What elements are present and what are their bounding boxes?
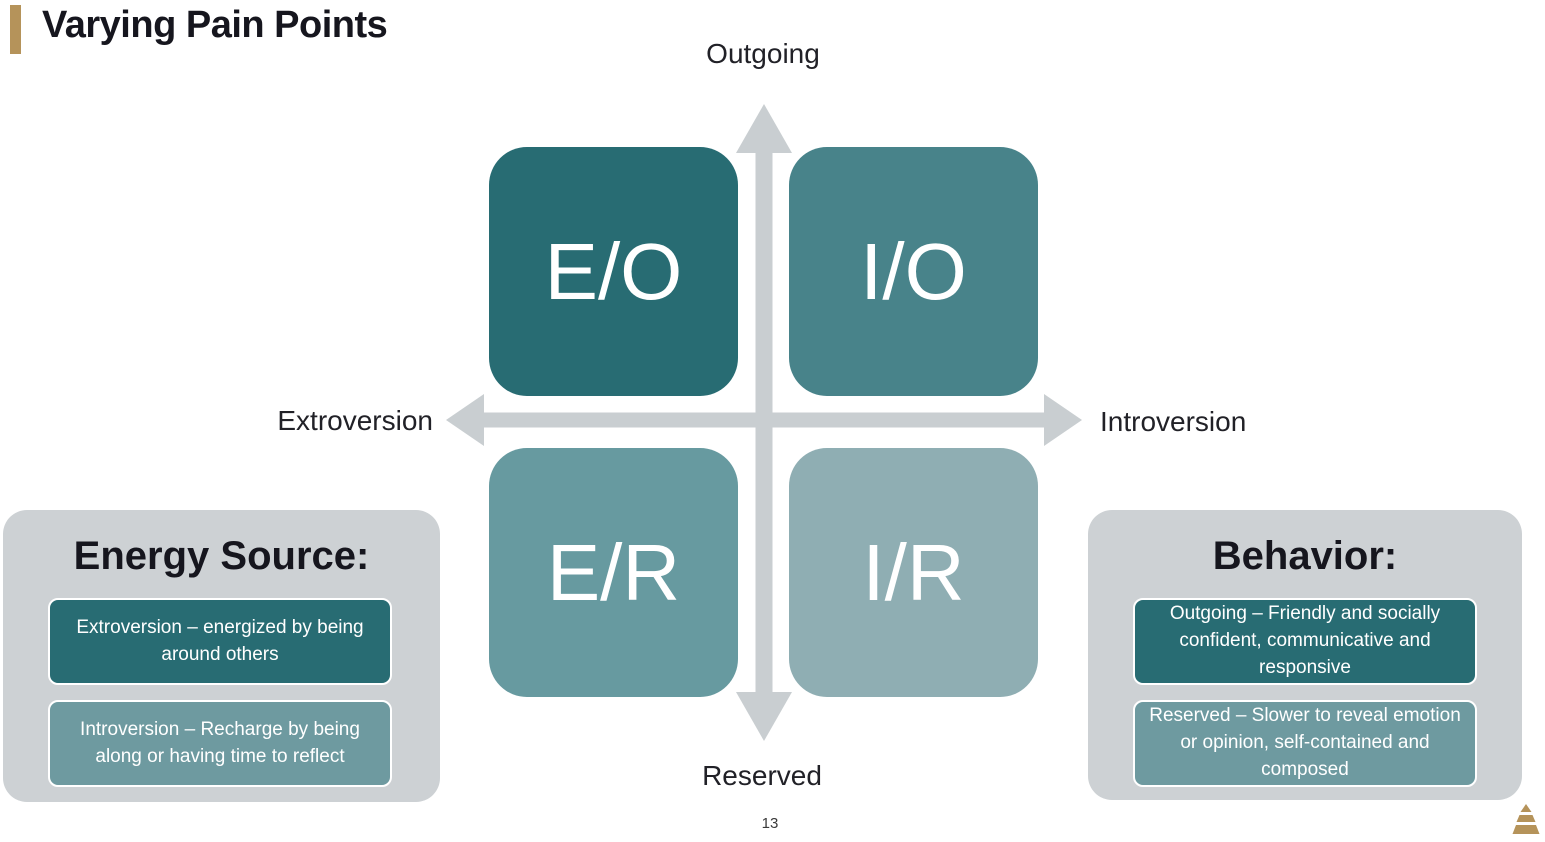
arrow-down-icon xyxy=(736,692,792,741)
quadrant-introvert-reserved: I/R xyxy=(789,448,1038,697)
quadrant-code: I/O xyxy=(860,226,967,316)
axis-label-reserved: Reserved xyxy=(702,760,822,791)
behavior-heading: Behavior: xyxy=(1212,534,1398,578)
energy-source-item-introversion: Introversion – Recharge by being along o… xyxy=(48,700,392,787)
vertical-axis-line xyxy=(755,150,773,696)
quadrant-extrovert-reserved: E/R xyxy=(489,448,738,697)
behavior-item-outgoing: Outgoing – Friendly and socially confide… xyxy=(1133,598,1477,685)
axis-label-extroversion: Extroversion xyxy=(277,405,433,436)
quadrant-extrovert-outgoing: E/O xyxy=(489,147,738,396)
axis-label-outgoing: Outgoing xyxy=(706,38,820,69)
energy-source-item-extroversion: Extroversion – energized by being around… xyxy=(48,598,392,685)
arrow-up-icon xyxy=(736,104,792,153)
horizontal-axis-line xyxy=(481,412,1047,428)
pyramid-logo-icon xyxy=(1512,804,1540,834)
behavior-panel: Behavior: Outgoing – Friendly and social… xyxy=(1088,510,1522,800)
quadrant-introvert-outgoing: I/O xyxy=(789,147,1038,396)
behavior-item-reserved: Reserved – Slower to reveal emotion or o… xyxy=(1133,700,1477,787)
arrow-right-icon xyxy=(1044,394,1082,446)
energy-source-heading: Energy Source: xyxy=(73,534,370,578)
quadrant-code: E/O xyxy=(544,226,683,316)
page-number: 13 xyxy=(761,815,779,832)
quadrant-code: I/R xyxy=(862,527,965,617)
quadrant-code: E/R xyxy=(546,527,681,617)
slide-title: Varying Pain Points xyxy=(42,4,388,46)
title-accent-bar xyxy=(10,5,21,54)
axis-label-introversion: Introversion xyxy=(1100,406,1247,437)
arrow-left-icon xyxy=(446,394,484,446)
energy-source-panel: Energy Source: Extroversion – energized … xyxy=(3,510,440,802)
